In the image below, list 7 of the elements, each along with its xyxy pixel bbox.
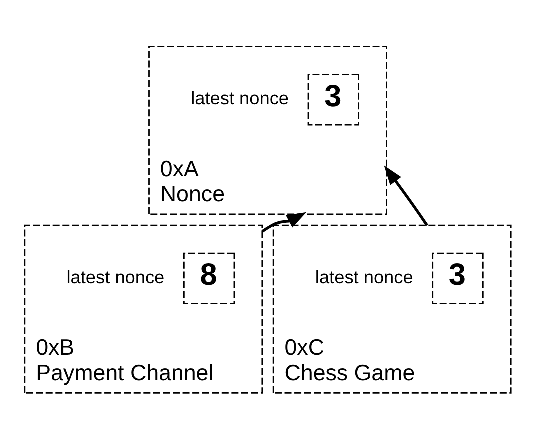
node-label: latest nonce xyxy=(191,88,290,108)
node-label: latest nonce xyxy=(66,266,165,287)
node-box: 3 xyxy=(308,74,360,126)
arrow xyxy=(384,165,428,226)
node-box: 3 xyxy=(432,252,484,304)
node-box: 8 xyxy=(183,252,236,304)
node-label: latest nonce xyxy=(315,266,414,287)
